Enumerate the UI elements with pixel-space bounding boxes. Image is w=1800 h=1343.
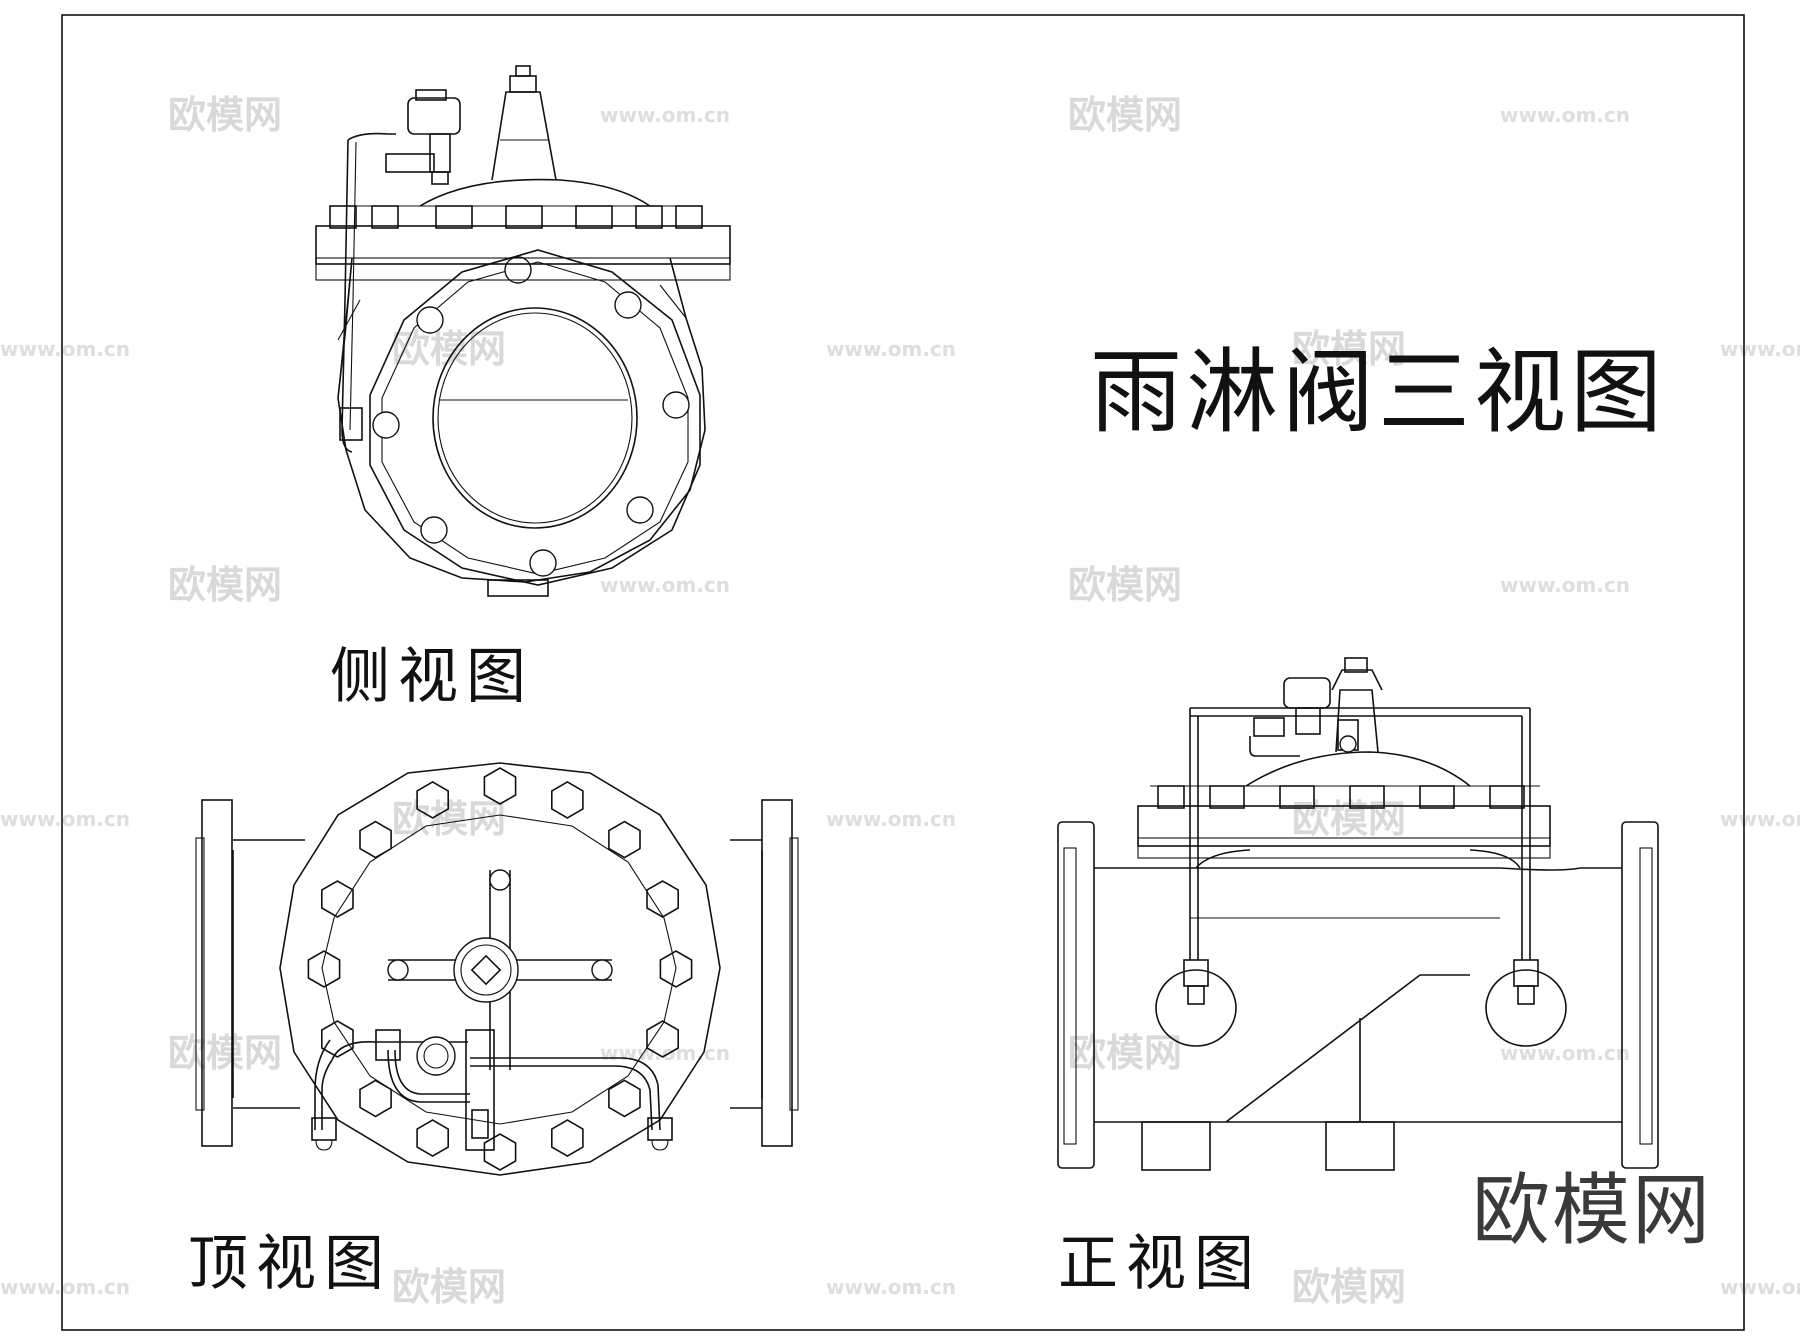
flange-bolt bbox=[646, 1020, 680, 1058]
flange-bolt bbox=[359, 820, 392, 859]
watermark-url: www.om.cn bbox=[0, 1275, 130, 1299]
flange-bolt bbox=[608, 1079, 641, 1118]
flange-bolt bbox=[416, 1119, 450, 1158]
watermark-url: www.om.cn bbox=[826, 337, 956, 361]
watermark-logo-repeat: 欧模网 bbox=[168, 93, 282, 137]
front-view-drawing bbox=[1057, 657, 1659, 1171]
watermark-logo-repeat: 欧模网 bbox=[1068, 563, 1182, 607]
watermark-url: www.om.cn bbox=[0, 337, 130, 361]
watermark-logo-repeat: 欧模网 bbox=[1292, 327, 1406, 371]
front-view-caption: 正视图 bbox=[1058, 1229, 1262, 1299]
flange-bolt bbox=[550, 780, 584, 819]
flange-bolt bbox=[307, 950, 341, 988]
watermark-logo-repeat: 欧模网 bbox=[392, 1265, 506, 1309]
watermark-logo-repeat: 欧模网 bbox=[1292, 1265, 1406, 1309]
watermark-logo-repeat: 欧模网 bbox=[1068, 1031, 1182, 1075]
top-view-caption: 顶视图 bbox=[188, 1229, 392, 1299]
watermark-logo-repeat: 欧模网 bbox=[168, 563, 282, 607]
watermark-url: www.om.cn bbox=[0, 807, 130, 831]
watermark-logo-repeat: 欧模网 bbox=[1068, 93, 1182, 137]
watermark-layer: 欧模网欧模网欧模网欧模网欧模网欧模网欧模网欧模网欧模网欧模网欧模网欧模网www.… bbox=[0, 93, 1800, 1309]
watermark-url: www.om.cn bbox=[600, 103, 730, 127]
drawing-title: 雨淋阀三视图 bbox=[1090, 339, 1667, 446]
watermark-logo-repeat: 欧模网 bbox=[392, 327, 506, 371]
flange-bolt bbox=[550, 1119, 584, 1158]
flange-bolt bbox=[320, 1020, 354, 1058]
watermark-url: www.om.cn bbox=[1720, 337, 1800, 361]
watermark-url: www.om.cn bbox=[1720, 1275, 1800, 1299]
watermark-url: www.om.cn bbox=[1720, 807, 1800, 831]
drawing-frame bbox=[61, 14, 1745, 1331]
side-view-drawing bbox=[315, 65, 731, 597]
flange-bolt bbox=[359, 1079, 392, 1118]
watermark-url: www.om.cn bbox=[826, 1275, 956, 1299]
flange-bolt bbox=[416, 780, 450, 819]
flange-bolt bbox=[659, 950, 693, 988]
flange-bolt bbox=[483, 767, 517, 805]
watermark-url: www.om.cn bbox=[1500, 573, 1630, 597]
watermark-logo-repeat: 欧模网 bbox=[1292, 797, 1406, 841]
top-view-drawing bbox=[195, 762, 799, 1176]
watermark-url: www.om.cn bbox=[1500, 103, 1630, 127]
watermark-url: www.om.cn bbox=[600, 1041, 730, 1065]
flange-bolt bbox=[320, 880, 354, 918]
flange-bolt bbox=[646, 880, 680, 918]
watermark-url: www.om.cn bbox=[600, 573, 730, 597]
watermark-url: www.om.cn bbox=[1500, 1041, 1630, 1065]
side-view-caption: 侧视图 bbox=[330, 642, 534, 712]
watermark-logo-repeat: 欧模网 bbox=[392, 797, 506, 841]
watermark-logo: 欧模网 bbox=[1472, 1166, 1713, 1256]
flange-bolt bbox=[483, 1133, 517, 1171]
watermark-logo-repeat: 欧模网 bbox=[168, 1031, 282, 1075]
flange-bolt bbox=[608, 820, 641, 859]
watermark-url: www.om.cn bbox=[826, 807, 956, 831]
